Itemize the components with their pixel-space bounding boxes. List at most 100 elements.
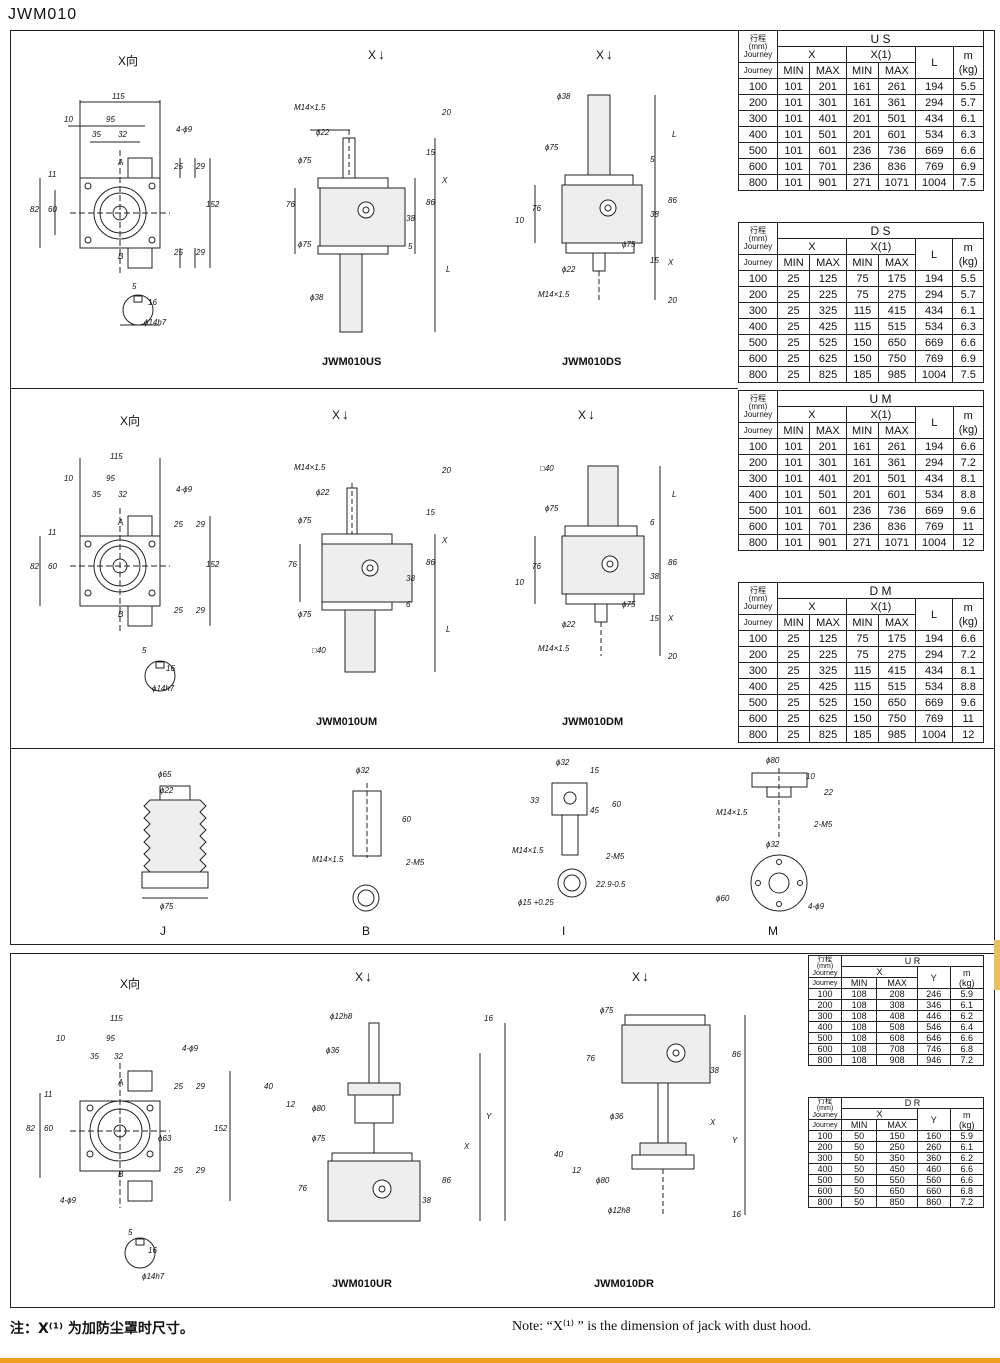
table-cell: 200 xyxy=(738,646,778,663)
table-title: U R xyxy=(841,955,984,967)
x-arrow-label: X xyxy=(355,970,364,984)
table-cell: 401 xyxy=(808,470,847,487)
table-cell: 601 xyxy=(877,126,917,143)
dim-115: 115 xyxy=(110,1014,123,1023)
table-cell: 6.9 xyxy=(952,350,984,367)
table-cell: 500 xyxy=(808,1032,842,1044)
table-cell: 434 xyxy=(914,662,954,679)
table-cell: 108 xyxy=(840,999,878,1011)
note-chinese: 注：X⁽¹⁾ 为加防尘罩时尺寸。 xyxy=(10,1321,194,1337)
table-cell: 769 xyxy=(914,350,954,367)
dim-phi63: ϕ63 xyxy=(158,1134,172,1143)
table-cell: 25 xyxy=(776,726,811,743)
table-cell: 11 xyxy=(952,710,984,727)
dim-5: 5 xyxy=(142,646,147,655)
table-cell: 101 xyxy=(777,142,810,159)
table-title: D M xyxy=(777,582,984,599)
table-cell: 8.1 xyxy=(952,470,985,487)
table-cell: 201 xyxy=(845,110,879,127)
table-cell: 225 xyxy=(809,646,847,663)
dim-X: X xyxy=(710,1118,716,1127)
dim-10: 10 xyxy=(806,772,815,781)
table-cell: 5.5 xyxy=(952,78,985,95)
table-cell: 300 xyxy=(808,1010,842,1022)
dim-15: 15 xyxy=(426,508,435,517)
table-cell: 501 xyxy=(808,126,847,143)
table-cell: 12 xyxy=(952,534,985,551)
dim-phi75: ϕ75 xyxy=(298,156,312,165)
dim-phi22: ϕ22 xyxy=(562,265,576,274)
table-cell: 150 xyxy=(845,350,880,367)
mass-header: m(kg) xyxy=(952,406,985,439)
dim-76: 76 xyxy=(288,560,297,569)
table-cell: 101 xyxy=(777,534,810,551)
dim-6: 6 xyxy=(650,518,655,527)
table-cell: 860 xyxy=(916,1196,951,1208)
dim-25: 25 xyxy=(174,606,183,615)
table-cell: 100 xyxy=(738,78,778,95)
table-cell: 161 xyxy=(845,94,879,111)
side-tab-marker xyxy=(994,940,1000,990)
table-cell: 108 xyxy=(840,988,878,1000)
table-cell: 161 xyxy=(845,454,879,471)
part-label-j: J xyxy=(160,924,166,938)
table-cell: 434 xyxy=(915,470,954,487)
dim-95: 95 xyxy=(106,115,115,124)
table-cell: 225 xyxy=(809,286,847,303)
table-cell: 5.7 xyxy=(952,286,984,303)
table-cell: 25 xyxy=(776,334,811,351)
dim-12: 12 xyxy=(286,1100,295,1109)
table-cell: 50 xyxy=(840,1141,878,1153)
table-cell: 300 xyxy=(738,662,778,679)
down-arrow-icon: ↓ xyxy=(365,968,372,984)
dim-Y: Y xyxy=(732,1136,738,1145)
dim-B: B xyxy=(118,252,124,261)
table-cell: 101 xyxy=(777,174,810,191)
dim-86: 86 xyxy=(442,1176,451,1185)
table-cell: 701 xyxy=(808,518,847,535)
table-cell: 150 xyxy=(845,694,880,711)
table-cell: 1071 xyxy=(877,534,917,551)
dim-10: 10 xyxy=(515,578,524,587)
table-cell: 600 xyxy=(808,1185,842,1197)
table-cell: 161 xyxy=(845,438,879,455)
dim-14h7: ϕ14h7 xyxy=(142,1272,165,1281)
table-cell: 25 xyxy=(776,350,811,367)
dim-32: 32 xyxy=(118,130,127,139)
dim-60: 60 xyxy=(402,815,411,824)
dim-5: 5 xyxy=(128,1228,133,1237)
table-cell: 508 xyxy=(876,1021,918,1033)
table-cell: 11 xyxy=(952,518,985,535)
table-cell: 236 xyxy=(845,142,879,159)
dim-phi80: ϕ80 xyxy=(766,756,780,765)
dim-35: 35 xyxy=(92,490,101,499)
table-cell: 1004 xyxy=(915,534,954,551)
table-cell: 50 xyxy=(840,1152,878,1164)
table-cell: 6.2 xyxy=(949,1152,985,1164)
table-cell: 800 xyxy=(738,366,778,383)
dim-phi75: ϕ75 xyxy=(600,1006,614,1015)
dim-X: X xyxy=(668,614,674,623)
dim-phi22: ϕ22 xyxy=(562,620,576,629)
table-cell: 6.6 xyxy=(949,1163,985,1175)
dim-phi32: ϕ32 xyxy=(766,840,780,849)
dim-11: 11 xyxy=(44,1090,53,1099)
table-cell: 25 xyxy=(776,318,811,335)
dim-phi36: ϕ36 xyxy=(610,1112,624,1121)
dim-2m5: 2-M5 xyxy=(606,852,625,861)
table-cell: 600 xyxy=(738,518,778,535)
